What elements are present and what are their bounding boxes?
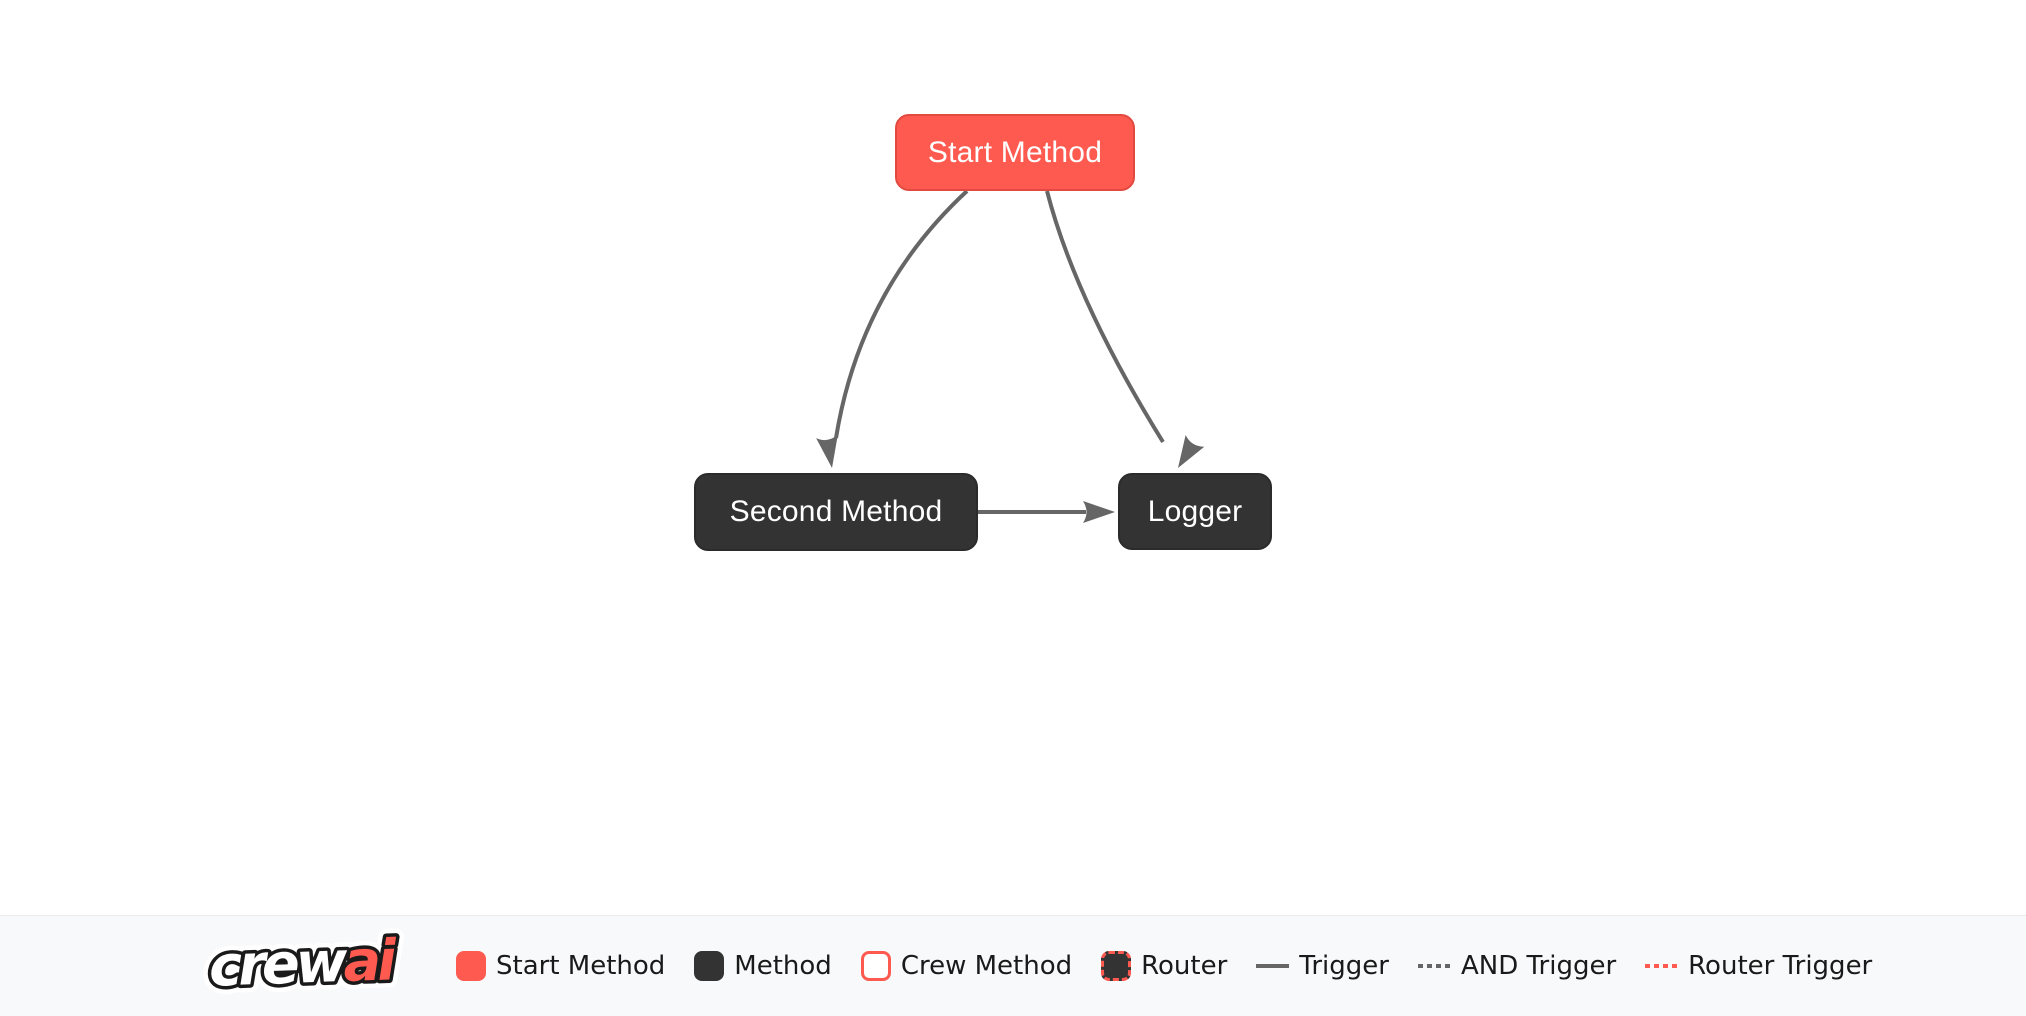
node-logger[interactable]: Logger [1118, 473, 1272, 550]
edge-start-to-logger [1045, 190, 1165, 444]
arrowhead-second-method-to-logger [1083, 501, 1115, 523]
legend-label: AND Trigger [1460, 951, 1617, 981]
legend-items: Start Method Method Crew Method Router T… [456, 951, 1872, 981]
node-start-method-label: Start Method [927, 135, 1103, 169]
legend-label: Router [1141, 951, 1228, 981]
legend-label: Start Method [496, 951, 666, 981]
legend-item-router-trigger: Router Trigger [1645, 951, 1872, 981]
legend-label: Trigger [1299, 951, 1389, 981]
router-swatch-icon [1101, 951, 1132, 981]
legend-label: Router Trigger [1688, 951, 1873, 981]
trigger-line-icon [1256, 964, 1290, 968]
legend-item-start-method: Start Method [456, 951, 665, 981]
legend-label: Method [734, 951, 832, 981]
legend-item-and-trigger: AND Trigger [1417, 951, 1617, 981]
crewai-logo: crewai crewai [203, 927, 406, 1005]
legend-label: Crew Method [900, 951, 1073, 981]
and-trigger-line-icon [1417, 964, 1451, 968]
method-swatch-icon [694, 951, 725, 981]
edge-start-to-second-method [834, 189, 969, 439]
node-logger-label: Logger [1147, 494, 1243, 528]
start-method-swatch-icon [456, 951, 486, 981]
flow-edges-layer [816, 189, 1205, 523]
svg-text:crewai: crewai [208, 928, 398, 1000]
legend-item-crew-method: Crew Method [860, 951, 1073, 981]
legend-item-trigger: Trigger [1256, 951, 1389, 981]
legend-bar: crewai crewai Start Method Method Crew M… [0, 915, 2026, 1016]
arrowhead-start-to-second-method [816, 434, 838, 468]
node-second-method[interactable]: Second Method [694, 473, 978, 551]
node-second-method-label: Second Method [729, 495, 943, 528]
logo-crew-text: crew [208, 930, 349, 1000]
flow-canvas[interactable]: Start Method Second Method Logger [0, 0, 2026, 915]
node-start-method[interactable]: Start Method [895, 114, 1135, 191]
logo-ai-text: ai [342, 928, 398, 995]
router-trigger-line-icon [1645, 964, 1679, 968]
crew-method-swatch-icon [860, 951, 891, 981]
legend-item-method: Method [694, 951, 832, 981]
legend-item-router: Router [1101, 951, 1227, 981]
arrowhead-start-to-logger [1178, 435, 1205, 468]
